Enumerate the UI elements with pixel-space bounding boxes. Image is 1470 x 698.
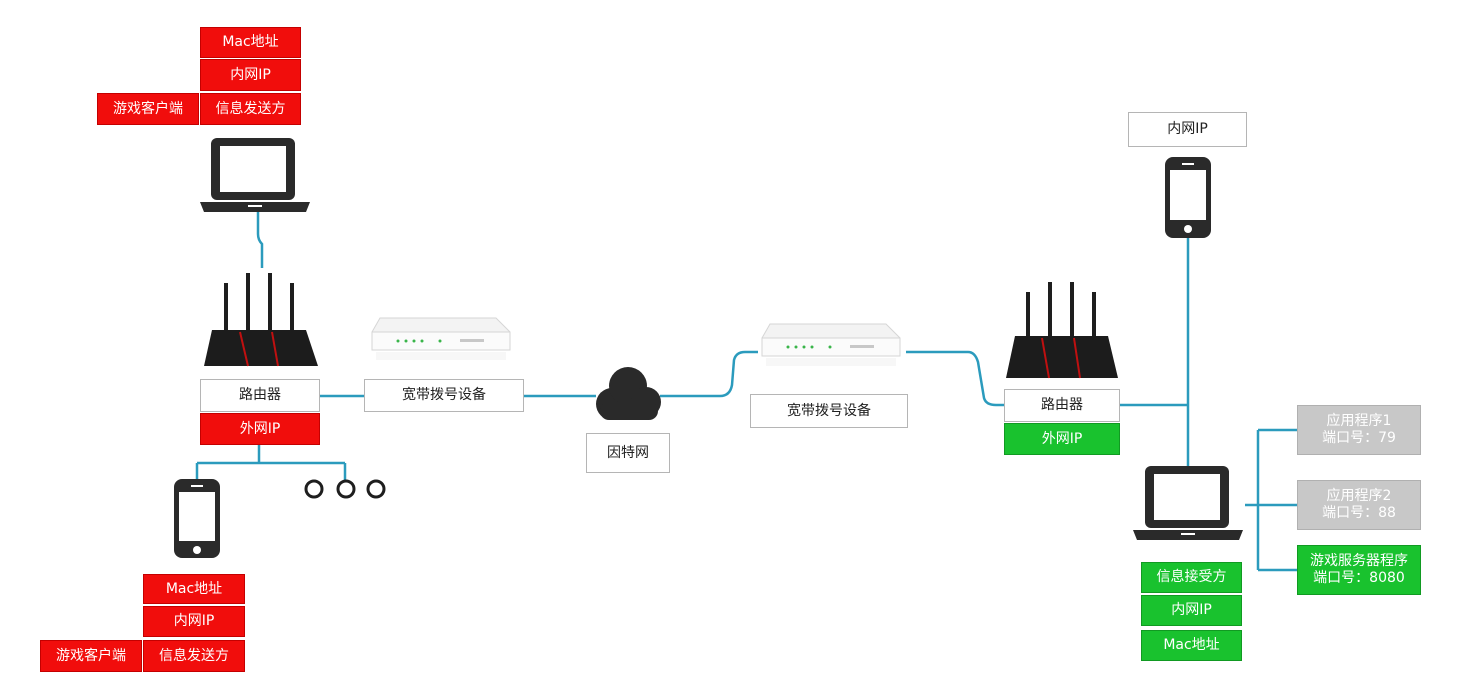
connector-lines bbox=[195, 212, 1297, 572]
left-router-label: 路由器 bbox=[200, 379, 320, 412]
right-router-icon bbox=[1006, 282, 1118, 379]
more-devices-icon bbox=[304, 479, 386, 499]
app-name: 应用程序1 bbox=[1326, 413, 1392, 429]
line-left-laptop-router bbox=[256, 212, 264, 268]
app-name: 游戏服务器程序 bbox=[1310, 553, 1408, 569]
line-server-apps bbox=[1245, 428, 1297, 572]
app-port: 端口号：88 bbox=[1322, 505, 1396, 521]
left-phone-lan-ip-label: 内网IP bbox=[143, 606, 245, 637]
app-box-1: 应用程序1 端口号：79 bbox=[1297, 405, 1421, 455]
app-box-game-server: 游戏服务器程序 端口号：8080 bbox=[1297, 545, 1421, 595]
line-left-phone-branch bbox=[195, 444, 347, 481]
right-router-label: 路由器 bbox=[1004, 389, 1120, 422]
server-lan-ip-label: 内网IP bbox=[1141, 595, 1242, 626]
left-router-icon bbox=[204, 273, 318, 367]
internet-label: 因特网 bbox=[586, 433, 670, 473]
app-name: 应用程序2 bbox=[1326, 488, 1392, 504]
line-cloud-right-modem bbox=[660, 350, 758, 398]
left-modem-icon bbox=[371, 317, 511, 360]
left-client-sender-label: 信息发送方 bbox=[200, 93, 301, 125]
right-modem-icon bbox=[761, 323, 901, 366]
server-laptop-icon bbox=[1133, 466, 1243, 540]
server-receiver-label: 信息接受方 bbox=[1141, 562, 1242, 593]
left-modem-label: 宽带拨号设备 bbox=[364, 379, 524, 412]
left-laptop-icon bbox=[200, 138, 310, 212]
left-router-wan-ip-label: 外网IP bbox=[200, 413, 320, 445]
right-modem-label: 宽带拨号设备 bbox=[750, 394, 908, 428]
right-phone-lan-ip-label: 内网IP bbox=[1128, 112, 1247, 147]
left-phone-game-client-label: 游戏客户端 bbox=[40, 640, 142, 672]
app-port: 端口号：8080 bbox=[1313, 570, 1405, 586]
app-port: 端口号：79 bbox=[1322, 430, 1396, 446]
left-client-game-client-label: 游戏客户端 bbox=[97, 93, 199, 125]
server-mac-label: Mac地址 bbox=[1141, 630, 1242, 661]
left-phone-sender-label: 信息发送方 bbox=[143, 640, 245, 672]
line-right-modem-router bbox=[906, 350, 1004, 407]
app-box-2: 应用程序2 端口号：88 bbox=[1297, 480, 1421, 530]
left-phone-mac-label: Mac地址 bbox=[143, 574, 245, 604]
right-router-wan-ip-label: 外网IP bbox=[1004, 423, 1120, 455]
left-phone-icon bbox=[174, 479, 220, 558]
cloud-icon bbox=[596, 367, 661, 420]
left-client-lan-ip-label: 内网IP bbox=[200, 59, 301, 91]
right-phone-icon bbox=[1165, 157, 1211, 238]
left-client-mac-label: Mac地址 bbox=[200, 27, 301, 58]
